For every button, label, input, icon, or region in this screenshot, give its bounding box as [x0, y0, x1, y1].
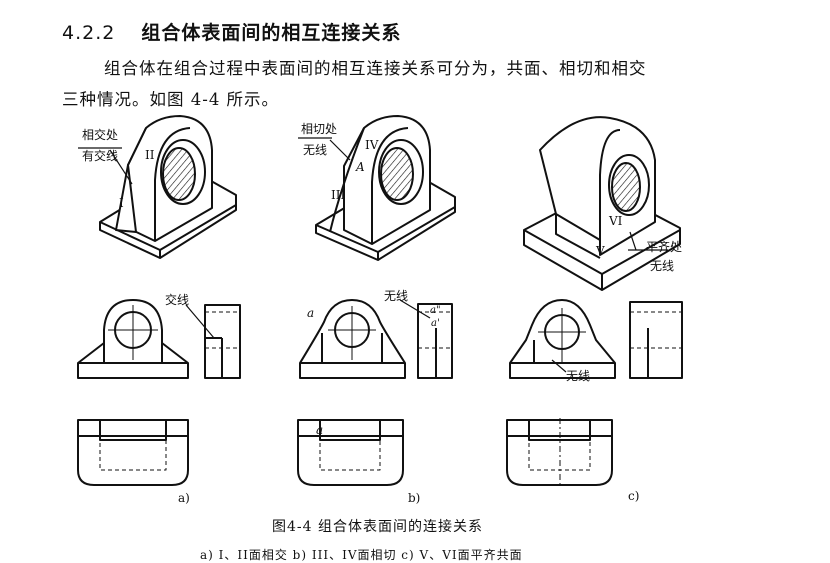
view-b-a1: a: [307, 306, 315, 320]
iso-c-roman-6: VI: [609, 214, 623, 228]
top-view-a: [77, 419, 189, 486]
iso-view-b: [315, 115, 456, 261]
iso-c-roman-5: V: [596, 244, 605, 258]
side-view-b: [417, 303, 453, 379]
iso-c-label-top: 平齐处: [646, 240, 683, 254]
front-view-a: [77, 299, 189, 379]
view-a-label: 交线: [165, 293, 190, 307]
view-c-label: 无线: [566, 369, 591, 383]
iso-view-a: [99, 115, 237, 259]
view-b-label: 无线: [384, 289, 409, 303]
iso-b-roman-3: III: [331, 188, 346, 202]
sub-label-c: c): [628, 489, 640, 503]
view-b-a4: a: [316, 423, 324, 437]
top-view-b: [297, 419, 404, 486]
iso-c-label-bottom: 无线: [650, 259, 675, 273]
front-view-b: [299, 299, 406, 379]
figure-4-4: [77, 115, 683, 486]
iso-a-roman-2: II: [145, 148, 155, 162]
figure-caption: 图4-4 组合体表面间的连接关系: [272, 519, 483, 535]
figure-subcaption: a) I、II面相交 b) III、IV面相切 c) V、VI面平齐共面: [200, 548, 523, 562]
iso-b-roman-4: IV: [365, 138, 379, 152]
paragraph-line-1: 组合体在组合过程中表面间的相互连接关系可分为，共面、相切和相交: [104, 59, 647, 78]
sub-label-a: a): [178, 491, 190, 505]
iso-b-label-top: 相切处: [301, 122, 338, 136]
iso-a-label-top: 相交处: [82, 128, 119, 142]
front-view-c: [509, 299, 616, 379]
sub-label-b: b): [408, 491, 421, 505]
iso-b-label-bottom: 无线: [303, 143, 328, 157]
section-title: 组合体表面间的相互连接关系: [141, 22, 402, 44]
paragraph-line-2: 三种情况。如图 4-4 所示。: [62, 90, 280, 109]
view-b-a2: a": [430, 305, 441, 316]
section-number: 4.2.2: [62, 22, 116, 44]
side-view-c: [629, 301, 683, 379]
top-view-c: [506, 418, 613, 486]
view-b-a3: a': [431, 318, 440, 329]
iso-b-point: A: [356, 160, 365, 174]
iso-view-c: [523, 116, 681, 291]
iso-a-label-bottom: 有交线: [82, 149, 119, 163]
iso-a-roman-1: I: [119, 196, 124, 210]
side-view-a: [204, 304, 241, 379]
section-heading: 4.2.2 组合体表面间的相互连接关系: [62, 18, 401, 45]
